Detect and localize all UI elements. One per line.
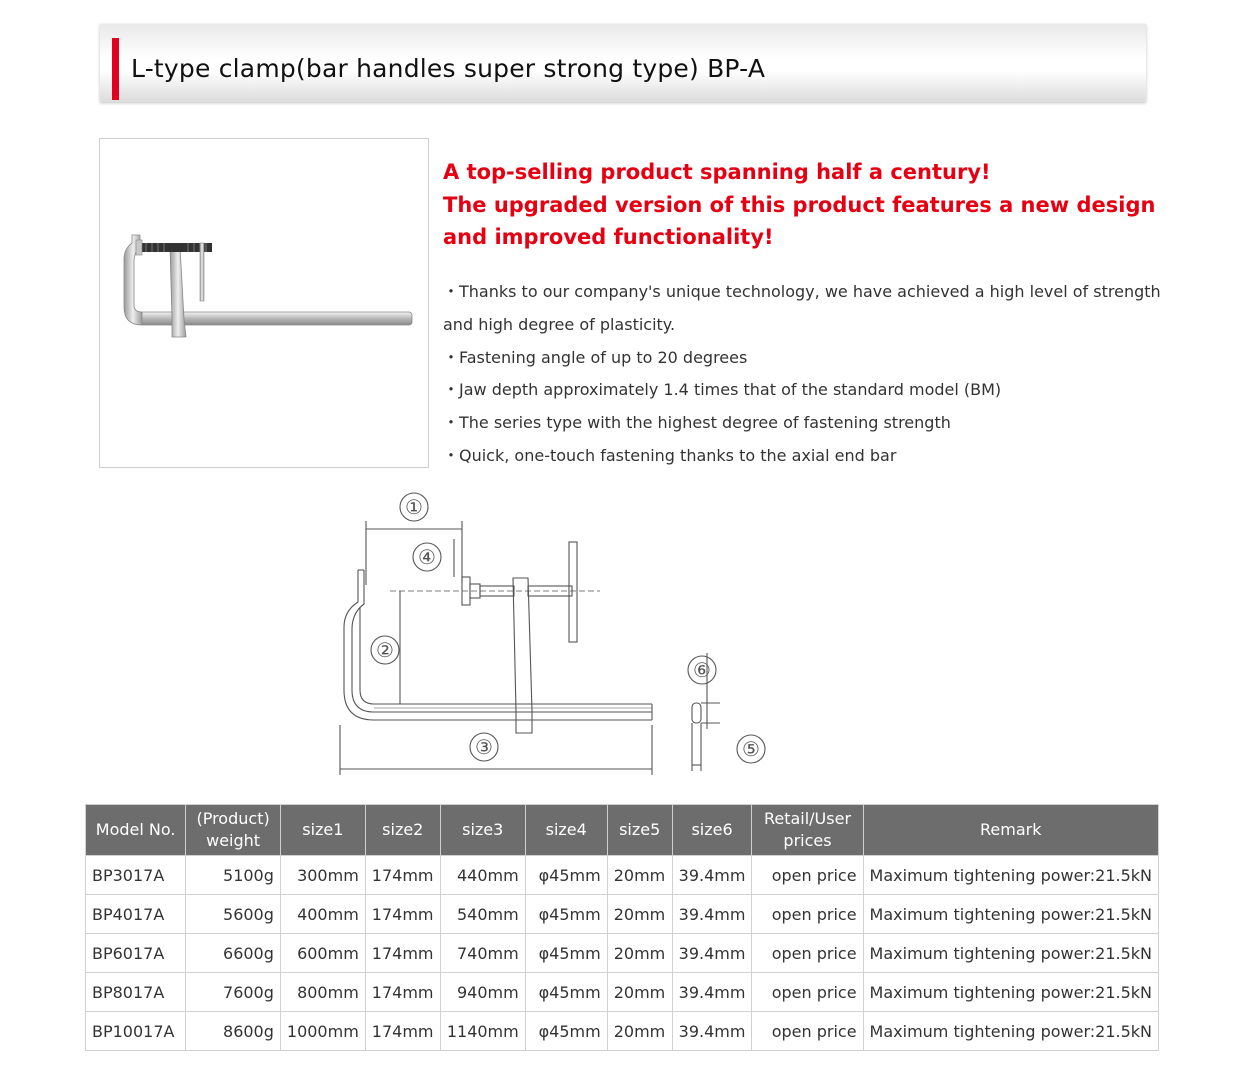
cell-size6: 39.4mm bbox=[671, 933, 753, 973]
feature-item: ・Quick, one-touch fastening thanks to th… bbox=[443, 445, 897, 465]
column-header: size4 bbox=[524, 804, 608, 856]
cell-remark: Maximum tightening power:21.5kN bbox=[862, 1011, 1160, 1051]
dimension-label-1: ① bbox=[405, 495, 423, 519]
cell-weight: 7600g bbox=[185, 972, 281, 1012]
cell-size4: φ45mm bbox=[524, 933, 608, 973]
page-title: L-type clamp(bar handles super strong ty… bbox=[131, 54, 766, 83]
cell-size1: 600mm bbox=[279, 933, 366, 973]
feature-item: ・Fastening angle of up to 20 degrees bbox=[443, 347, 748, 367]
cell-remark: Maximum tightening power:21.5kN bbox=[862, 972, 1160, 1012]
dimension-label-5: ⑤ bbox=[742, 737, 760, 761]
cell-size1: 1000mm bbox=[279, 1011, 366, 1051]
cell-remark: Maximum tightening power:21.5kN bbox=[862, 894, 1160, 934]
cell-weight: 6600g bbox=[185, 933, 281, 973]
dimension-label-3: ③ bbox=[475, 735, 493, 759]
cell-size3: 740mm bbox=[439, 933, 526, 973]
clamp-photo-image bbox=[123, 234, 413, 338]
headline: A top-selling product spanning half a ce… bbox=[443, 156, 1163, 254]
cell-size3: 940mm bbox=[439, 972, 526, 1012]
cell-price: open price bbox=[751, 933, 864, 973]
cell-model: BP10017A bbox=[84, 1011, 187, 1051]
cell-price: open price bbox=[751, 972, 864, 1012]
feature-item: ・Thanks to our company's unique technolo… bbox=[443, 282, 1161, 334]
cell-model: BP8017A bbox=[84, 972, 187, 1012]
dimension-label-6: ⑥ bbox=[693, 658, 711, 682]
cell-size4: φ45mm bbox=[524, 855, 608, 895]
cell-price: open price bbox=[751, 894, 864, 934]
dimension-label-4: ④ bbox=[418, 545, 436, 569]
cell-model: BP6017A bbox=[84, 933, 187, 973]
table-row: BP3017A 5100g 300mm 174mm 440mm φ45mm 20… bbox=[84, 855, 1160, 895]
dimension-label-2: ② bbox=[376, 638, 394, 662]
cell-size2: 174mm bbox=[364, 933, 441, 973]
cell-size4: φ45mm bbox=[524, 1011, 608, 1051]
feature-list: ・Thanks to our company's unique technolo… bbox=[443, 276, 1163, 473]
table-header-row: Model No. (Product) weight size1 size2 s… bbox=[84, 804, 1160, 856]
column-header: Remark bbox=[862, 804, 1160, 856]
cell-weight: 8600g bbox=[185, 1011, 281, 1051]
cell-size2: 174mm bbox=[364, 855, 441, 895]
feature-item: ・The series type with the highest degree… bbox=[443, 413, 951, 433]
column-header: size3 bbox=[439, 804, 526, 856]
cell-size5: 20mm bbox=[606, 972, 673, 1012]
cell-remark: Maximum tightening power:21.5kN bbox=[862, 855, 1160, 895]
cell-size1: 300mm bbox=[279, 855, 366, 895]
column-header: Retail/User prices bbox=[751, 804, 864, 856]
cell-size4: φ45mm bbox=[524, 972, 608, 1012]
column-header: size2 bbox=[364, 804, 441, 856]
cell-size2: 174mm bbox=[364, 1011, 441, 1051]
product-photo bbox=[99, 138, 429, 468]
cell-size6: 39.4mm bbox=[671, 972, 753, 1012]
column-header: size1 bbox=[279, 804, 366, 856]
cell-size4: φ45mm bbox=[524, 894, 608, 934]
feature-item: ・Jaw depth approximately 1.4 times that … bbox=[443, 380, 1002, 400]
title-bar bbox=[100, 24, 1146, 102]
table-row: BP10017A 8600g 1000mm 174mm 1140mm φ45mm… bbox=[84, 1011, 1160, 1051]
dimension-diagram: ① ④ ② ③ bbox=[330, 485, 780, 780]
cell-model: BP4017A bbox=[84, 894, 187, 934]
column-header: Model No. bbox=[84, 804, 187, 856]
column-header: size5 bbox=[606, 804, 673, 856]
cell-size6: 39.4mm bbox=[671, 894, 753, 934]
cell-size6: 39.4mm bbox=[671, 855, 753, 895]
cell-size1: 400mm bbox=[279, 894, 366, 934]
cell-weight: 5600g bbox=[185, 894, 281, 934]
spec-table: Model No. (Product) weight size1 size2 s… bbox=[84, 804, 1160, 1051]
cell-remark: Maximum tightening power:21.5kN bbox=[862, 933, 1160, 973]
table-row: BP8017A 7600g 800mm 174mm 940mm φ45mm 20… bbox=[84, 972, 1160, 1012]
cell-size3: 1140mm bbox=[439, 1011, 526, 1051]
cell-size5: 20mm bbox=[606, 1011, 673, 1051]
cell-size5: 20mm bbox=[606, 894, 673, 934]
cell-size2: 174mm bbox=[364, 972, 441, 1012]
cell-size1: 800mm bbox=[279, 972, 366, 1012]
cell-weight: 5100g bbox=[185, 855, 281, 895]
cell-price: open price bbox=[751, 1011, 864, 1051]
table-row: BP6017A 6600g 600mm 174mm 740mm φ45mm 20… bbox=[84, 933, 1160, 973]
cell-size6: 39.4mm bbox=[671, 1011, 753, 1051]
title-accent-bar bbox=[112, 38, 119, 100]
headline-line-2: The upgraded version of this product fea… bbox=[443, 192, 1156, 250]
cell-price: open price bbox=[751, 855, 864, 895]
table-row: BP4017A 5600g 400mm 174mm 540mm φ45mm 20… bbox=[84, 894, 1160, 934]
cell-size3: 440mm bbox=[439, 855, 526, 895]
headline-line-1: A top-selling product spanning half a ce… bbox=[443, 160, 991, 184]
cell-size3: 540mm bbox=[439, 894, 526, 934]
cell-model: BP3017A bbox=[84, 855, 187, 895]
column-header: (Product) weight bbox=[185, 804, 281, 856]
cell-size2: 174mm bbox=[364, 894, 441, 934]
cell-size5: 20mm bbox=[606, 855, 673, 895]
column-header: size6 bbox=[671, 804, 753, 856]
cell-size5: 20mm bbox=[606, 933, 673, 973]
